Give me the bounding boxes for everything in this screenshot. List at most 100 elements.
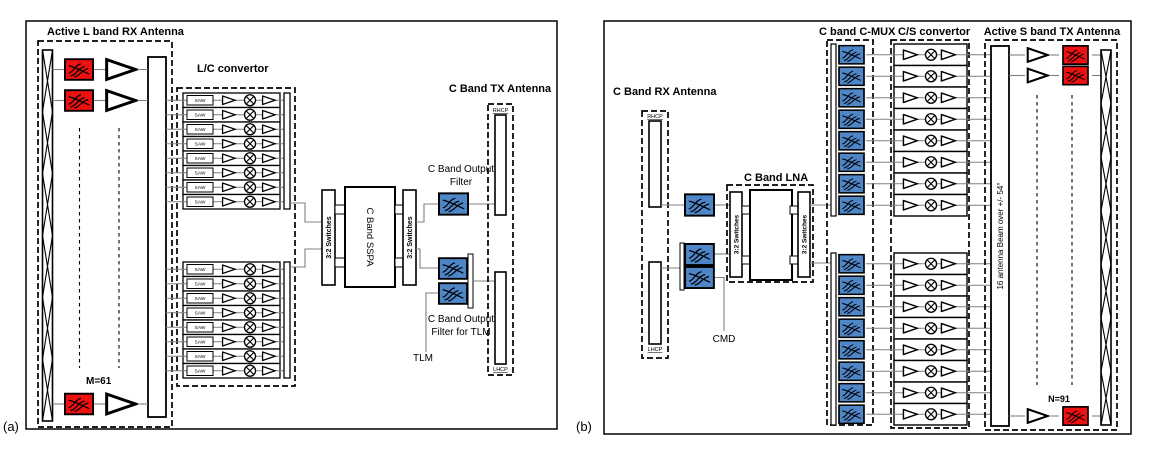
blue-filter bbox=[438, 257, 468, 280]
cs-converter-row bbox=[866, 359, 992, 383]
switch-3-2-left bbox=[321, 189, 336, 286]
mixer-icon bbox=[924, 156, 938, 169]
element-count-label: N=91 bbox=[1048, 394, 1070, 404]
mixer-icon bbox=[924, 279, 938, 292]
panel-a-border bbox=[25, 20, 558, 430]
lc-channel-row: SAW bbox=[166, 150, 284, 167]
mixer-icon bbox=[924, 365, 938, 378]
cs-converter-row bbox=[866, 252, 992, 276]
rx-input-filters: CMD bbox=[661, 193, 735, 345]
s-band-tx-antenna-box bbox=[984, 39, 1118, 431]
l-band-rx-antenna-box bbox=[37, 40, 173, 428]
panel-a: (a) Active L band RX Antenna M=61 L/C co… bbox=[3, 20, 558, 434]
cs-converter-row bbox=[866, 107, 992, 131]
red-filter bbox=[64, 392, 94, 416]
mixer-icon bbox=[243, 263, 257, 276]
mixer-icon bbox=[243, 364, 257, 377]
cmux-blue-filter bbox=[838, 173, 865, 194]
s-band-element-chains: N=91 bbox=[1009, 45, 1101, 426]
c-band-lna-title: C Band LNA bbox=[744, 172, 808, 184]
switch-label: 3:2 Switches bbox=[407, 216, 414, 259]
red-filter bbox=[1061, 65, 1090, 86]
cs-converter-row bbox=[866, 64, 992, 88]
mixer-icon bbox=[924, 300, 938, 313]
lhcp-radiator-bar bbox=[648, 261, 662, 345]
mixer-icon bbox=[243, 94, 257, 107]
cmux-blue-filter bbox=[838, 130, 865, 151]
mixer-icon bbox=[924, 322, 938, 335]
cmux-blue-filter bbox=[838, 44, 865, 65]
lhcp-label: LHCP bbox=[493, 367, 508, 373]
saw-filter-label: SAW bbox=[195, 282, 206, 288]
tlm-filter-label-2: Filter for TLM bbox=[431, 327, 490, 338]
saw-filter-label: SAW bbox=[195, 354, 206, 360]
saw-filter-label: SAW bbox=[195, 171, 206, 177]
mixer-icon bbox=[243, 321, 257, 334]
cs-converter-row bbox=[866, 172, 992, 196]
mixer-icon bbox=[243, 350, 257, 363]
lc-channel-row: SAW bbox=[166, 348, 284, 365]
rf-connector bbox=[741, 205, 751, 215]
cmux-blue-filter bbox=[838, 152, 865, 173]
mixer-icon bbox=[924, 113, 938, 126]
amplifier-icon bbox=[1026, 67, 1049, 84]
blue-filter bbox=[684, 266, 715, 289]
rf-connector bbox=[789, 255, 799, 265]
lc-channel-row: SAW bbox=[166, 319, 284, 336]
saw-filter-label: SAW bbox=[195, 296, 206, 302]
lc-channel-row: SAW bbox=[166, 135, 284, 152]
cmux-group-top bbox=[830, 43, 865, 217]
lna-to-cmux-wires bbox=[810, 204, 832, 264]
c-band-lna-box bbox=[726, 184, 814, 283]
saw-filter-label: SAW bbox=[195, 369, 206, 375]
saw-filter-label: SAW bbox=[195, 142, 206, 148]
cmux-title: C band C-MUX bbox=[819, 26, 896, 38]
panel-b: (b) C Band RX Antenna RHCP LHCP CMD C Ba… bbox=[576, 20, 1132, 435]
mixer-icon bbox=[243, 335, 257, 348]
lc-channel-row: SAW bbox=[166, 362, 284, 379]
sspa-label: C Band SSPA bbox=[364, 208, 375, 268]
lc-channel-row: SAW bbox=[166, 333, 284, 350]
rf-connector bbox=[334, 204, 346, 215]
mixer-icon bbox=[243, 137, 257, 150]
switch-3-2-right bbox=[402, 189, 417, 286]
mixer-icon bbox=[924, 134, 938, 147]
cmux-blue-filter bbox=[838, 404, 865, 425]
cs-convertor-group-top bbox=[866, 43, 992, 217]
rhcp-radiator-bar bbox=[494, 114, 507, 216]
lc-channel-row: SAW bbox=[166, 304, 284, 321]
mixer-icon bbox=[243, 108, 257, 121]
caption-a: (a) bbox=[3, 419, 19, 434]
combiner-bar bbox=[283, 92, 291, 210]
cs-converter-row bbox=[866, 295, 992, 319]
c-band-sspa bbox=[344, 186, 396, 288]
lc-channel-row: SAW bbox=[166, 275, 284, 292]
c-band-rx-antenna-title: C Band RX Antenna bbox=[613, 86, 717, 98]
lc-to-switch-wires bbox=[290, 202, 322, 268]
saw-filter-label: SAW bbox=[195, 311, 206, 317]
output-filter-section: C Band Output Filter C Band Output Filte… bbox=[413, 164, 495, 364]
cmux-blue-filter bbox=[838, 382, 865, 403]
mixer-icon bbox=[924, 70, 938, 83]
tlm-filter-label-1: C Band Output bbox=[428, 314, 494, 325]
cmux-blue-filter bbox=[838, 195, 865, 216]
lhcp-radiator-bar bbox=[494, 271, 507, 365]
mixer-icon bbox=[243, 306, 257, 319]
cmux-blue-filter bbox=[838, 66, 865, 87]
mixer-icon bbox=[243, 195, 257, 208]
c-band-tx-antenna-box bbox=[487, 103, 514, 376]
mixer-icon bbox=[243, 152, 257, 165]
l-band-element-chains: M=61 bbox=[52, 58, 148, 416]
cmux-box bbox=[826, 39, 874, 426]
l-band-antenna-element bbox=[41, 49, 54, 422]
cs-converter-row bbox=[866, 273, 992, 297]
cs-converter-row bbox=[866, 150, 992, 174]
cs-convertor-box bbox=[890, 39, 970, 429]
amplifier-icon bbox=[105, 392, 138, 416]
cmux-blue-filter bbox=[838, 109, 865, 130]
switch-label: 3:2 Switches bbox=[734, 214, 741, 254]
mixer-icon bbox=[924, 408, 938, 421]
cmux-blue-filter bbox=[838, 253, 865, 274]
amplifier-icon bbox=[1026, 408, 1049, 424]
